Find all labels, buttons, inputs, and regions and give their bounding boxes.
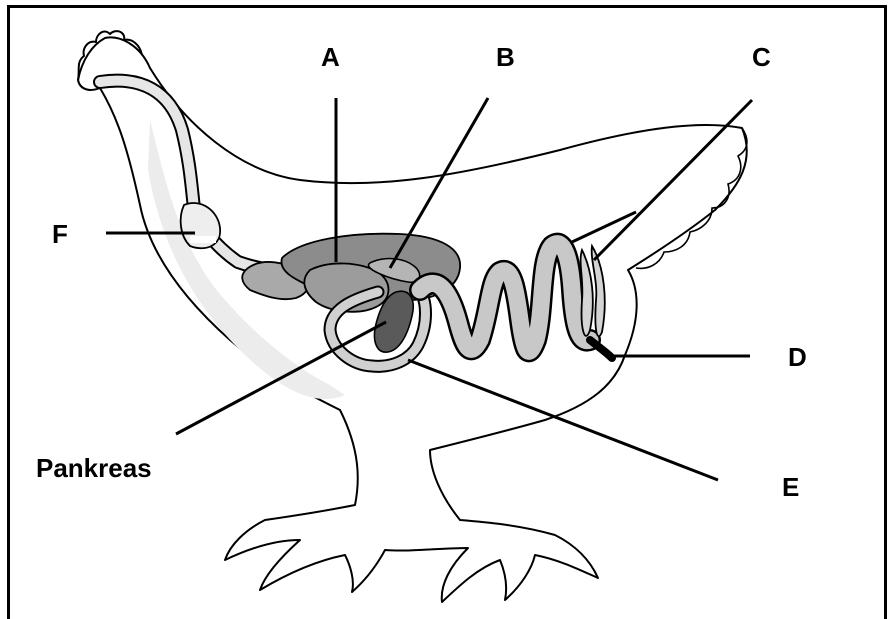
- crop-highlight: [190, 236, 216, 243]
- label-d: D: [788, 344, 807, 370]
- label-c: C: [752, 44, 771, 70]
- label-e: E: [782, 474, 799, 500]
- label-f: F: [52, 221, 68, 247]
- label-pankreas: Pankreas: [36, 455, 152, 481]
- label-a: A: [321, 44, 340, 70]
- label-b: B: [496, 44, 515, 70]
